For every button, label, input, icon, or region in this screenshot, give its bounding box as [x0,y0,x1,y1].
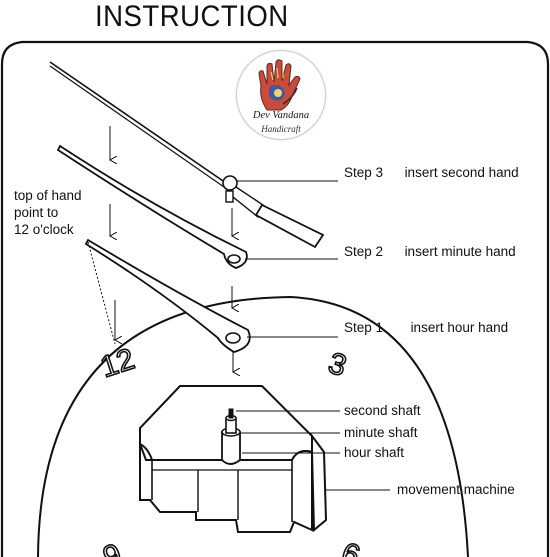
dial-number-9: 9 [99,538,126,557]
clock-dial-arc [37,295,469,557]
frame-outline [0,40,550,557]
dial-number-6: 6 [337,536,364,557]
minute-shaft-label: minute shaft [344,425,418,440]
dial-number-12: 12 [97,343,139,385]
page-title: INSTRUCTION [95,0,289,33]
step-3-number: Step 3 [344,165,384,180]
hour-hand [84,238,251,353]
note-line-2: point to [14,205,59,220]
step-3-action: insert second hand [404,165,519,180]
step-2-action: insert minute hand [404,244,516,259]
brand-logo: Dev Vandana Handicraft [236,50,326,168]
step-2-number: Step 2 [344,244,384,259]
hour-hand-hole [225,332,241,344]
twelve-oclock-note: top of hand point to 12 o'clock [14,187,82,238]
logo-name: Dev Vandana [252,110,310,121]
note-line-3: 12 o'clock [14,222,74,237]
step-3-row: Step 3 insert second hand [344,165,519,180]
dial-number-3: 3 [324,347,350,384]
hand-emblem-icon [258,59,301,111]
twelve-guide-line [87,241,116,345]
step-2-row: Step 2 insert minute hand [344,244,516,259]
second-hand-post [225,190,234,203]
movement-machine-label: movement machine [397,482,515,497]
second-shaft-label: second shaft [344,403,421,418]
step-1-row: Step 1 insert hour hand [344,320,508,335]
part-leader-lines [236,410,390,491]
hour-shaft-label: hour shaft [344,445,405,460]
step-leader-lines [237,180,338,338]
note-line-1: top of hand [14,188,82,203]
step-1-number: Step 1 [344,320,384,335]
logo-subtitle: Handicraft [261,124,301,134]
minute-hand-hole [227,254,241,264]
clock-shafts [221,408,241,465]
minute-hand [56,144,248,269]
step-1-action: insert hour hand [410,320,509,335]
insertion-arrows [110,126,233,372]
